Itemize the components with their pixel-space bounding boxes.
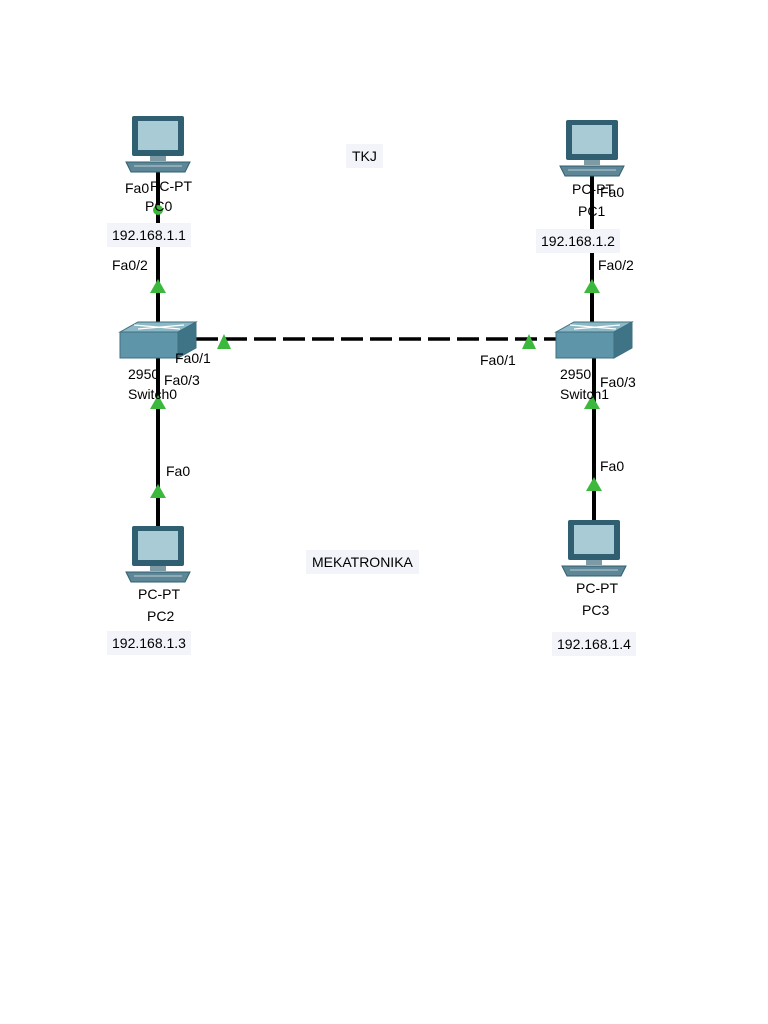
sw0-downlink-port-label: Fa0/3 <box>164 372 200 388</box>
sw0-uplink-port-label: Fa0/2 <box>112 257 148 273</box>
pc1-ip-label: 192.168.1.2 <box>536 229 620 253</box>
pc3-ip-label: 192.168.1.4 <box>552 632 636 656</box>
pc3-name-label: PC3 <box>582 602 610 618</box>
pc2-icon[interactable] <box>125 525 191 583</box>
sw1-model-label: 2950 <box>560 366 592 382</box>
sw1-trunk-port-label: Fa0/1 <box>480 352 516 368</box>
link-indicator <box>153 205 163 215</box>
link-indicator <box>150 395 166 409</box>
pc3-icon[interactable] <box>561 519 627 577</box>
link-indicator <box>584 395 600 409</box>
link-indicator <box>586 477 602 491</box>
pc2-name-label: PC2 <box>147 608 175 624</box>
switch1-icon[interactable] <box>555 321 633 359</box>
sw0-trunk-port-label: Fa0/1 <box>175 350 211 366</box>
link-indicator <box>150 484 166 498</box>
link-indicator <box>584 279 600 293</box>
sw0-name-label: Switch0 <box>128 386 178 402</box>
pc0-model-label: PC-PT <box>150 178 192 194</box>
area-label-tkj: TKJ <box>346 144 383 168</box>
pc0-name-label: PC0 <box>145 198 173 214</box>
sw1-name-label: Switch1 <box>560 386 610 402</box>
link-indicator <box>150 279 166 293</box>
sw1-downlink-port-label: Fa0/3 <box>600 374 636 390</box>
pc0-icon[interactable] <box>125 115 191 173</box>
area-label-mekatronika: MEKATRONIKA <box>306 550 419 574</box>
pc2-ip-label: 192.168.1.3 <box>107 631 191 655</box>
pc2-port-label: Fa0 <box>166 463 191 479</box>
pc1-model-label: PC-PT <box>572 181 614 197</box>
pc3-port-label: Fa0 <box>600 458 625 474</box>
pc2-model-label: PC-PT <box>138 586 180 602</box>
pc1-port-label: Fa0 <box>600 184 625 200</box>
link-indicator <box>522 334 536 349</box>
sw1-uplink-port-label: Fa0/2 <box>598 257 634 273</box>
pc3-model-label: PC-PT <box>576 580 618 596</box>
pc0-ip-label: 192.168.1.1 <box>107 223 191 247</box>
pc1-name-label: PC1 <box>578 203 606 219</box>
sw0-model-label: 2950 <box>128 366 160 382</box>
pc1-icon[interactable] <box>559 119 625 177</box>
link-indicator <box>217 334 231 349</box>
pc0-port-label: Fa0 <box>125 180 150 196</box>
